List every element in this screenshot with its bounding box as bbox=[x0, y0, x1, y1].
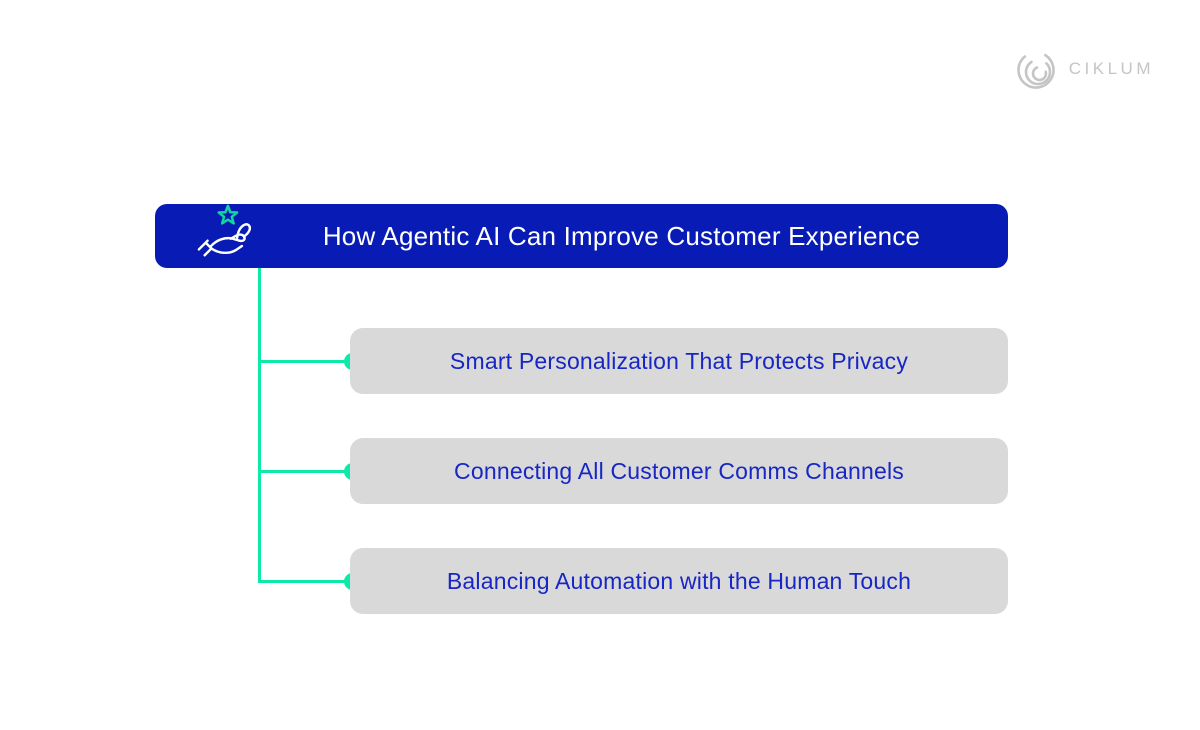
item-card-connecting-channels: Connecting All Customer Comms Channels bbox=[350, 438, 1008, 504]
connector-branch-line-2 bbox=[258, 470, 353, 473]
header-bar: How Agentic AI Can Improve Customer Expe… bbox=[155, 204, 1008, 268]
item-card-balancing-automation: Balancing Automation with the Human Touc… bbox=[350, 548, 1008, 614]
ciklum-logo: CIKLUM bbox=[1015, 46, 1154, 92]
header-title: How Agentic AI Can Improve Customer Expe… bbox=[322, 220, 921, 251]
connector-branch-line-1 bbox=[258, 360, 353, 363]
connector-trunk-line bbox=[258, 268, 261, 583]
connector-branch-line-3 bbox=[258, 580, 353, 583]
item-card-smart-personalization: Smart Personalization That Protects Priv… bbox=[350, 328, 1008, 394]
ciklum-logo-text: CIKLUM bbox=[1068, 59, 1154, 78]
hand-holding-star-icon bbox=[197, 204, 252, 257]
ciklum-arcs-icon bbox=[1016, 51, 1055, 89]
